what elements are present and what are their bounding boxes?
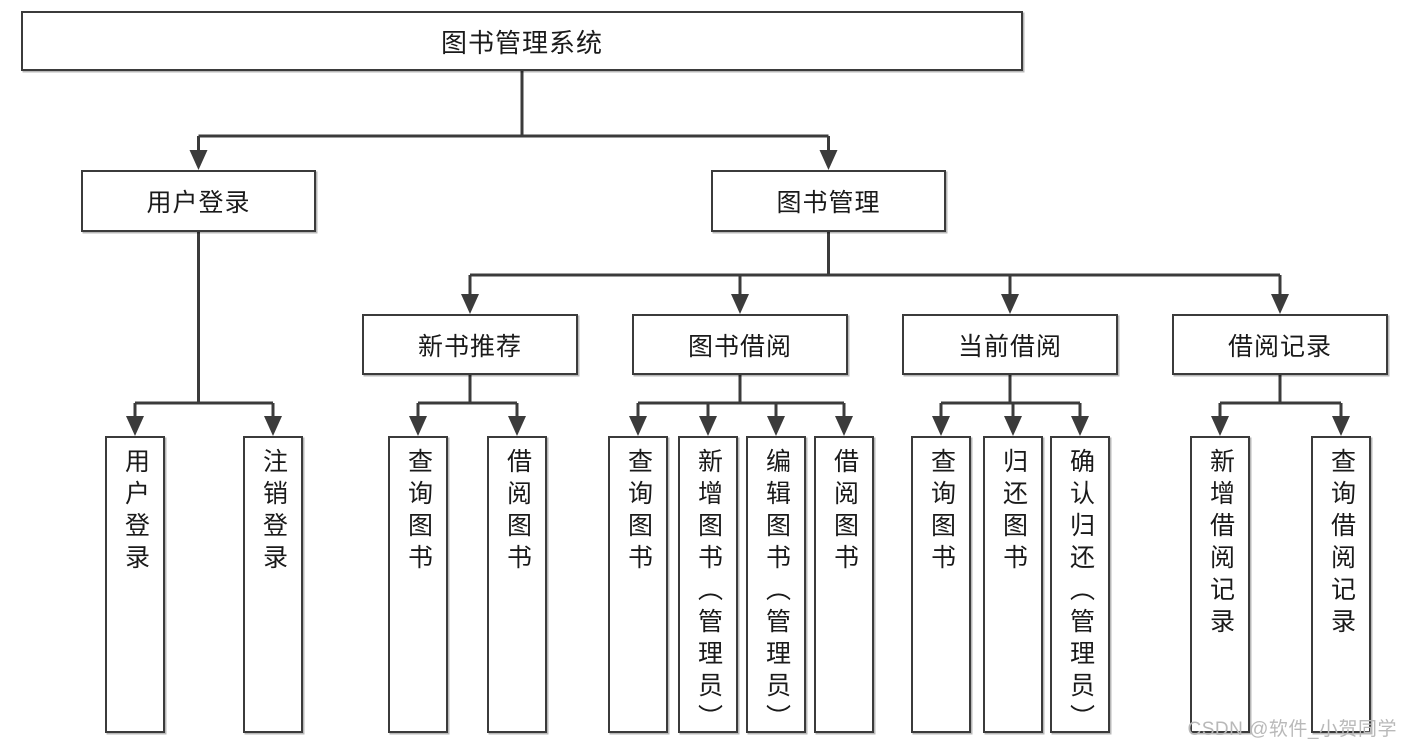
node-current-borrow[interactable]: 当前借阅: [902, 314, 1118, 375]
node-book-manage[interactable]: 图书管理: [711, 170, 946, 232]
arrowhead: [126, 416, 144, 436]
node-leaf-confirm-return[interactable]: 确认归还（管理员）: [1050, 436, 1110, 736]
node-leaf-query-book-3[interactable]: 查询图书: [911, 436, 971, 733]
node-label-leaf-confirm-return: 确认归还（管理员）: [1066, 448, 1095, 736]
node-leaf-borrow-book-2[interactable]: 借阅图书: [814, 436, 874, 733]
arrowhead: [629, 416, 647, 436]
node-borrow-record[interactable]: 借阅记录: [1172, 314, 1388, 375]
node-leaf-edit-book[interactable]: 编辑图书（管理员）: [746, 436, 806, 736]
arrowhead: [189, 150, 208, 170]
arrowhead: [264, 416, 282, 436]
arrowhead: [1001, 294, 1019, 314]
arrowhead: [409, 416, 427, 436]
arrowhead: [835, 416, 853, 436]
node-leaf-query-book-1[interactable]: 查询图书: [388, 436, 448, 733]
node-label-leaf-query-book-1: 查询图书: [404, 448, 433, 576]
node-leaf-add-book[interactable]: 新增图书（管理员）: [678, 436, 738, 736]
node-label-book-manage: 图书管理: [776, 189, 881, 217]
node-user-login[interactable]: 用户登录: [81, 170, 316, 232]
node-label-book-borrow: 图书借阅: [687, 332, 792, 361]
node-label-leaf-query-record: 查询借阅记录: [1327, 448, 1356, 640]
node-label-borrow-record: 借阅记录: [1227, 332, 1332, 361]
arrowhead: [461, 294, 479, 314]
node-label-leaf-borrow-book-2: 借阅图书: [830, 448, 859, 576]
arrowhead: [932, 416, 950, 436]
node-label-current-borrow: 当前借阅: [957, 332, 1062, 361]
node-label-root: 图书管理系统: [440, 27, 603, 58]
arrowhead: [699, 416, 717, 436]
node-label-leaf-user-login: 用户登录: [121, 448, 150, 576]
node-leaf-query-book-2[interactable]: 查询图书: [608, 436, 668, 733]
node-leaf-query-record[interactable]: 查询借阅记录: [1311, 436, 1371, 733]
node-label-leaf-add-record: 新增借阅记录: [1206, 448, 1235, 640]
arrowhead: [731, 294, 749, 314]
node-leaf-add-record[interactable]: 新增借阅记录: [1190, 436, 1250, 733]
arrowhead: [1004, 416, 1022, 436]
arrowhead: [767, 416, 785, 436]
node-leaf-user-login[interactable]: 用户登录: [105, 436, 165, 733]
node-new-book-recommend[interactable]: 新书推荐: [362, 314, 578, 375]
node-leaf-borrow-book-1[interactable]: 借阅图书: [487, 436, 547, 733]
node-label-leaf-query-book-2: 查询图书: [624, 448, 653, 576]
node-book-borrow[interactable]: 图书借阅: [632, 314, 848, 375]
node-leaf-return-book[interactable]: 归还图书: [983, 436, 1043, 733]
arrowhead: [1211, 416, 1229, 436]
node-label-user-login: 用户登录: [146, 189, 251, 217]
arrowhead: [1071, 416, 1089, 436]
node-leaf-logout[interactable]: 注销登录: [243, 436, 303, 733]
node-label-leaf-add-book: 新增图书（管理员）: [694, 448, 723, 736]
node-label-leaf-return-book: 归还图书: [999, 448, 1028, 576]
node-label-leaf-query-book-3: 查询图书: [927, 448, 956, 576]
arrowhead: [1332, 416, 1350, 436]
node-label-leaf-borrow-book-1: 借阅图书: [503, 448, 532, 576]
arrowhead: [508, 416, 526, 436]
node-label-new-book-recommend: 新书推荐: [417, 332, 522, 361]
node-label-leaf-logout: 注销登录: [259, 448, 288, 576]
arrowhead: [1271, 294, 1289, 314]
node-label-leaf-edit-book: 编辑图书（管理员）: [762, 448, 791, 736]
arrowhead: [819, 150, 838, 170]
node-root[interactable]: 图书管理系统: [21, 11, 1023, 71]
